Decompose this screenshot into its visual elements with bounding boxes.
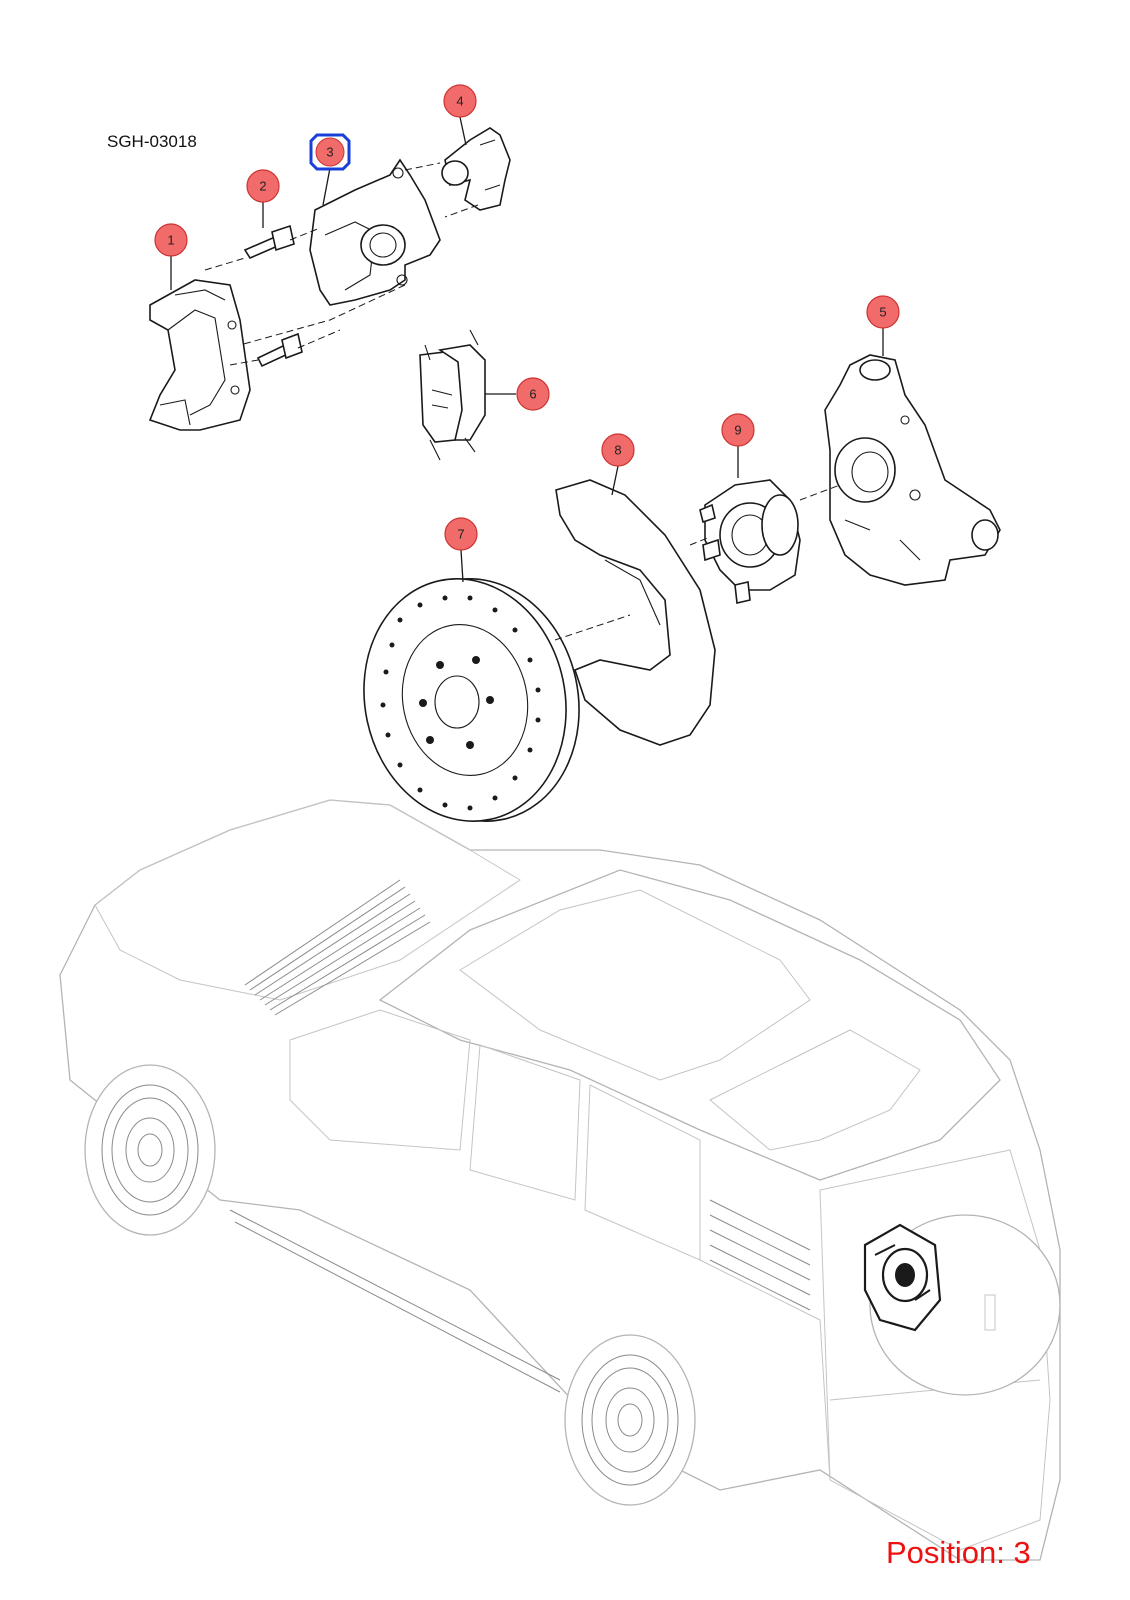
svg-text:9: 9 (734, 423, 741, 438)
reference-code: SGH-03018 (107, 132, 197, 151)
assembly-lines (204, 162, 841, 641)
position-label: Position: 3 (886, 1535, 1031, 1570)
callout-5[interactable]: 5 (866, 295, 900, 329)
part-wheel-hub (699, 479, 801, 604)
callout-3-selected[interactable]: 3 (309, 133, 351, 171)
front-wheel (84, 1064, 216, 1236)
highlighted-brake-location (863, 1223, 942, 1332)
leader-lines (170, 116, 884, 583)
svg-text:1: 1 (167, 233, 174, 248)
vehicle-illustration (59, 799, 1061, 1561)
svg-text:4: 4 (456, 94, 463, 109)
rear-wheel (564, 1334, 696, 1506)
svg-text:7: 7 (457, 527, 464, 542)
svg-text:5: 5 (879, 305, 886, 320)
svg-text:8: 8 (614, 443, 621, 458)
callout-1[interactable]: 1 (154, 223, 188, 257)
svg-text:3: 3 (326, 145, 333, 160)
part-brake-disc (363, 578, 580, 822)
part-brake-pads (419, 329, 486, 461)
part-caliper-bracket (148, 279, 251, 431)
part-guide-pin-bolts (243, 224, 303, 368)
callout-8[interactable]: 8 (601, 433, 635, 467)
part-dust-shield (555, 479, 716, 746)
svg-text:6: 6 (529, 387, 536, 402)
callout-4[interactable]: 4 (443, 84, 477, 118)
part-brake-hose (441, 127, 511, 211)
callout-6[interactable]: 6 (516, 377, 550, 411)
callout-7[interactable]: 7 (444, 517, 478, 551)
part-steering-knuckle (824, 354, 1001, 586)
svg-text:2: 2 (259, 179, 266, 194)
part-brake-caliper (309, 158, 441, 306)
callout-9[interactable]: 9 (721, 413, 755, 447)
callout-2[interactable]: 2 (246, 169, 280, 203)
